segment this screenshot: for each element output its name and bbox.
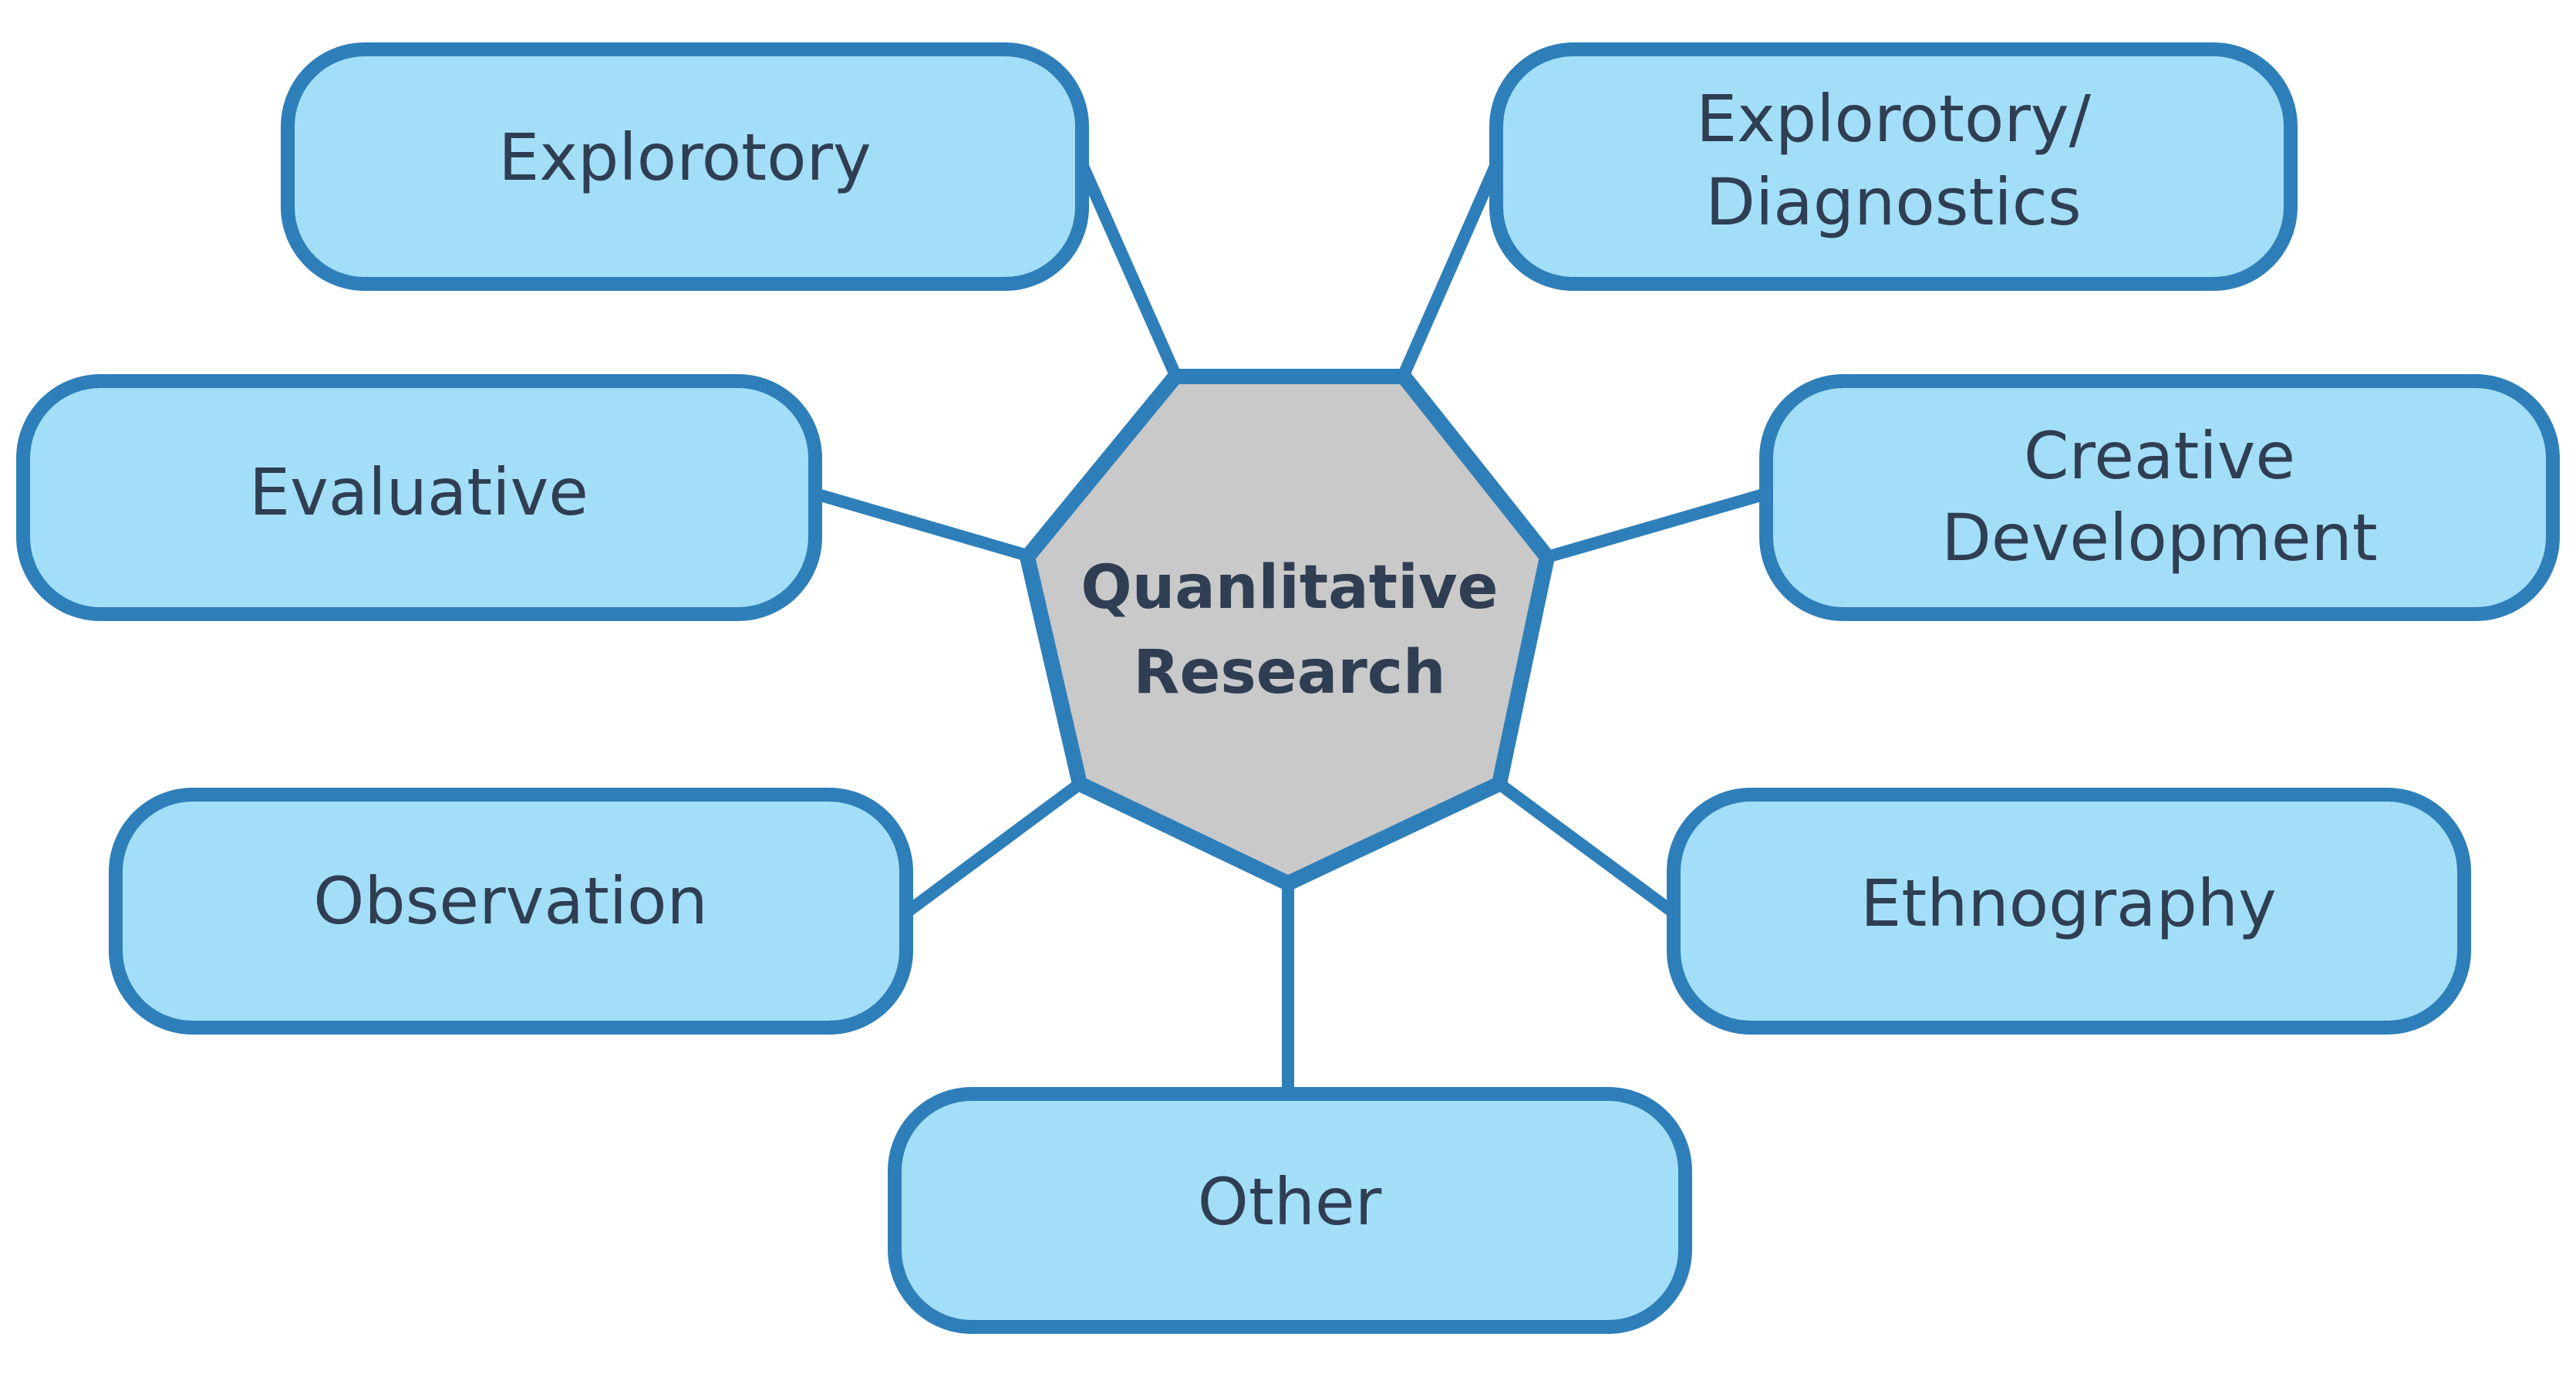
node-box-creative-development	[1759, 374, 2560, 621]
node-label-observation: Observation	[313, 863, 708, 939]
node-ethnography: Ethnography	[1667, 788, 2471, 1035]
connector-explorotory	[1076, 161, 1182, 378]
node-box-other	[888, 1087, 1692, 1334]
node-observation: Observation	[109, 788, 913, 1035]
connectors	[813, 161, 1768, 1088]
connector-creative-development	[1545, 488, 1768, 563]
node-label-explorotory: Explorotory	[498, 120, 872, 195]
center-title-line2: Research	[1133, 638, 1445, 707]
node-box-evaluative	[16, 374, 822, 621]
node-label-evaluative: Evaluative	[249, 454, 588, 530]
connector-observation	[902, 778, 1084, 918]
node-box-ethnography	[1667, 788, 2471, 1035]
connector-explorotory-diagnostics	[1398, 161, 1502, 378]
node-evaluative: Evaluative	[16, 374, 822, 621]
node-label-creative-development-line2: Development	[1941, 500, 2377, 576]
node-box-explorotory-diagnostics	[1489, 42, 2298, 291]
center-hexagon	[1019, 369, 1556, 893]
node-explorotory-diagnostics: Explorotory/ Diagnostics	[1489, 42, 2298, 291]
node-label-ethnography: Ethnography	[1860, 866, 2276, 941]
node-label-explorotory-diagnostics-line1: Explorotory/	[1696, 81, 2091, 157]
node-box-explorotory	[281, 42, 1089, 291]
connector-evaluative	[813, 488, 1030, 562]
node-explorotory: Explorotory	[281, 42, 1089, 291]
node-creative-development: Creative Development	[1759, 374, 2560, 621]
node-label-other: Other	[1198, 1164, 1382, 1240]
center-title-line1: Quanlitative	[1081, 553, 1498, 623]
node-other: Other	[888, 1087, 1692, 1334]
node-label-explorotory-diagnostics-line2: Diagnostics	[1705, 164, 2081, 240]
node-box-observation	[109, 788, 913, 1035]
node-label-creative-development-line1: Creative	[2024, 418, 2295, 494]
connector-ethnography	[1495, 778, 1677, 918]
center-node: Quanlitative Research	[1019, 369, 1556, 893]
